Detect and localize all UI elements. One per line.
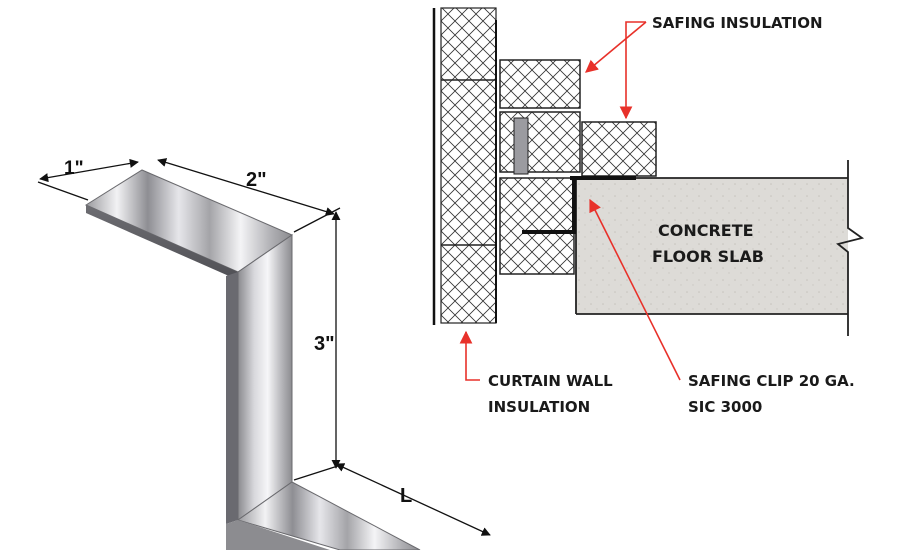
dim-2-label: 2" [246, 169, 267, 191]
dim-1-label: 1" [64, 158, 84, 179]
dim-L-label: L [400, 485, 412, 507]
leader-lines [459, 21, 681, 381]
safing-insulation-lower [499, 177, 575, 275]
leader-safing-clip [589, 198, 681, 381]
label-clip-line1: SAFING CLIP 20 GA. [688, 372, 855, 390]
break-line [836, 160, 865, 336]
dim-1-ext [37, 181, 89, 201]
label-curtain-line2: INSULATION [488, 398, 590, 416]
dim-2-line [157, 158, 335, 216]
label-clip-line2: SIC 3000 [688, 398, 762, 416]
leader-safing-upper [585, 21, 647, 73]
dim-L-line [335, 463, 491, 536]
label-concrete-line2: FLOOR SLAB [652, 247, 764, 266]
safing-insulation-upper [499, 59, 581, 109]
dim-1-line [39, 158, 139, 183]
z-clip [84, 169, 421, 550]
dim-3-label: 3" [314, 333, 335, 355]
curtain-wall-insulation [432, 7, 497, 325]
leader-curtain-wall [459, 330, 480, 381]
safing-insulation-middle [499, 111, 581, 173]
label-safing-insulation: SAFING INSULATION [652, 14, 823, 32]
dim-2-ext [293, 207, 341, 233]
clip-web [513, 117, 529, 175]
label-concrete-line1: CONCRETE [658, 221, 754, 240]
leader-safing-right [619, 21, 646, 120]
dimension-lines [37, 158, 491, 536]
safing-insulation-right [581, 121, 657, 177]
label-curtain-line1: CURTAIN WALL [488, 372, 613, 390]
dim-3-ext [293, 463, 345, 481]
safing-clip-body [522, 178, 576, 234]
concrete-floor-slab [575, 160, 865, 336]
